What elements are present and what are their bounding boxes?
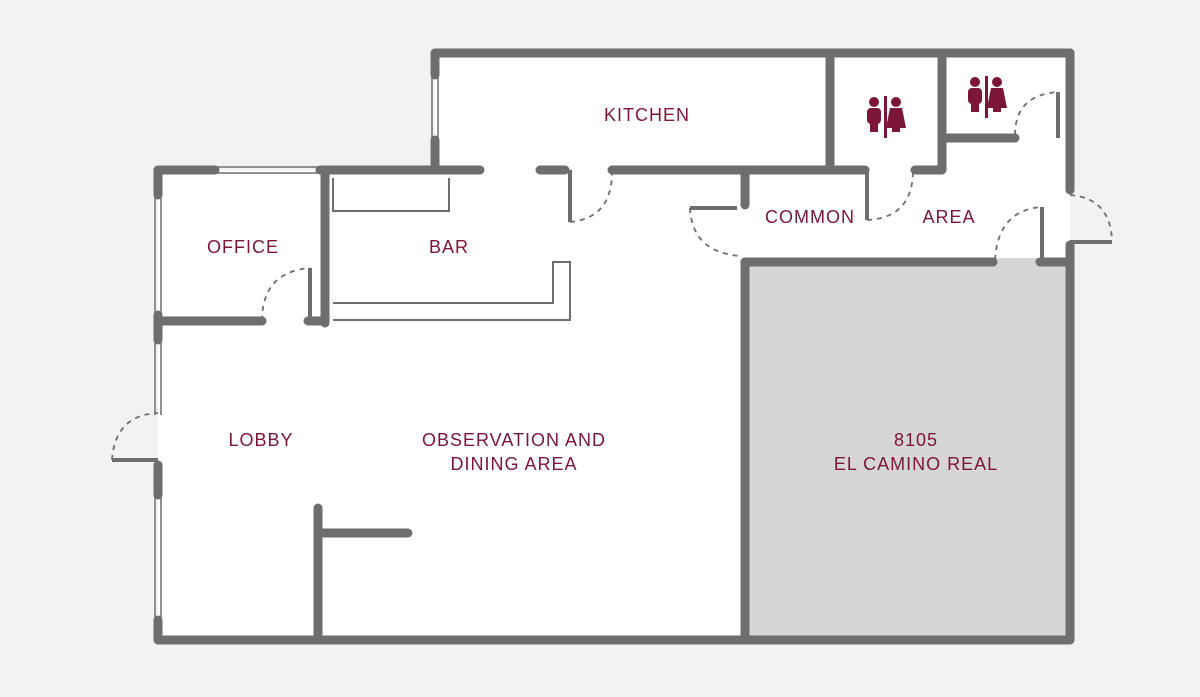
room-label-common: COMMON: [765, 207, 855, 227]
room-label-area: AREA: [922, 207, 975, 227]
restroom-icon: [867, 96, 906, 138]
room-label-office: OFFICE: [207, 237, 279, 257]
restroom-icon: [968, 76, 1007, 118]
room-label-dining: DINING AREA: [450, 454, 577, 474]
suite-address: EL CAMINO REAL: [834, 454, 998, 474]
walls: [112, 48, 1112, 645]
adjacent-unit-area: [745, 258, 1070, 640]
room-label-kitchen: KITCHEN: [604, 105, 690, 125]
room-label-lobby: LOBBY: [228, 430, 293, 450]
floor-area: [158, 53, 1070, 640]
door-swings: [111, 91, 1113, 461]
suite-number: 8105: [894, 430, 938, 450]
room-label-observation: OBSERVATION AND: [422, 430, 606, 450]
room-label-bar: BAR: [429, 237, 469, 257]
